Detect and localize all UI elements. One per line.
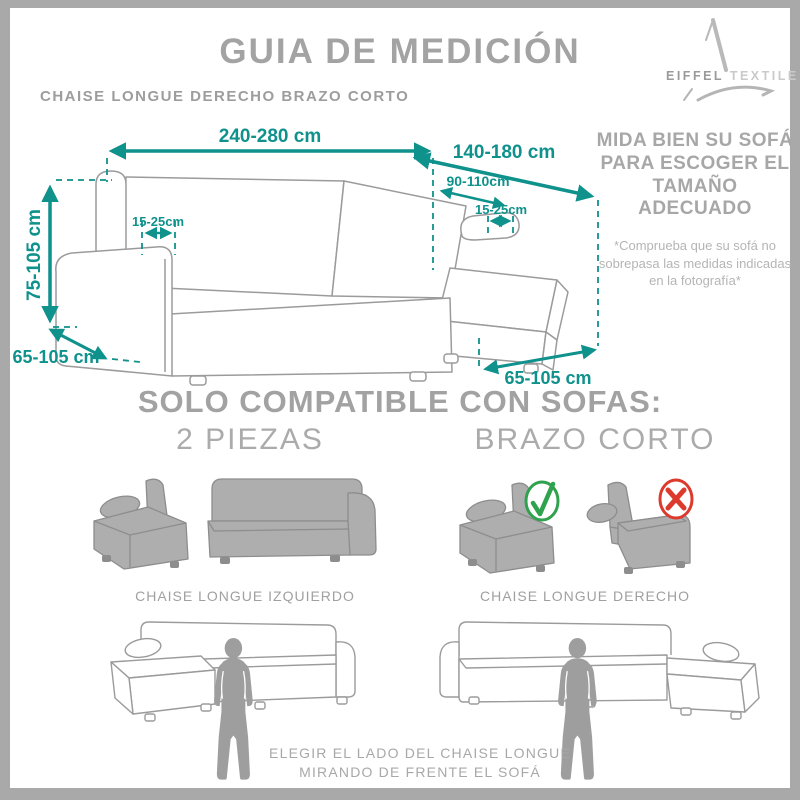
sofa-right-outline [439, 621, 760, 720]
compat-title: SOLO COMPATIBLE CON SOFAS: [137, 384, 663, 419]
chaise-short-arm-icon [459, 482, 555, 574]
brand-logo: EIFFEL TEXTILE [650, 14, 796, 106]
measure-depth-right: 65-105 cm [504, 368, 591, 388]
caption-chaise-derecho: CHAISE LONGUE DERECHO [479, 588, 691, 604]
eiffel-tower-icon [705, 18, 728, 72]
armchair-long-arm-icon [586, 481, 691, 574]
measure-chaise-inner: 90-110cm [446, 173, 509, 189]
advice-note: *Comprueba que su sofá no sobrepasa las … [598, 238, 792, 289]
measure-arm-right: 15-25cm [475, 202, 527, 217]
product-subtitle: CHAISE LONGUE DERECHO BRAZO CORTO [40, 88, 410, 105]
sofa-piece-icon [207, 478, 377, 564]
check-icon [524, 480, 560, 522]
compat-right-label: BRAZO CORTO [474, 423, 716, 456]
advice-block: MIDA BIEN SU SOFÁ PARA ESCOGER EL TAMAÑO… [595, 130, 795, 290]
brand-swoosh-icon [683, 85, 776, 102]
measure-total-width: 240-280 cm [219, 126, 321, 147]
page-title: GUIA DE MEDICIÓN [219, 32, 581, 71]
chaise-piece-icon [93, 478, 189, 570]
cross-icon [658, 478, 694, 520]
footer-note-line2: MIRANDO DE FRENTE EL SOFÁ [299, 763, 541, 780]
brand-name-secondary: TEXTILE [730, 69, 799, 83]
footer-note: ELEGIR EL LADO DEL CHAISE LONGUE MIRANDO… [160, 744, 680, 782]
person-silhouette [558, 638, 597, 780]
measure-depth-left: 65-105 cm [12, 347, 99, 367]
measure-arrows [41, 142, 597, 375]
footer-note-line1: ELEGIR EL LADO DEL CHAISE LONGUE [269, 745, 571, 761]
measure-height: 75-105 cm [24, 209, 45, 301]
caption-chaise-izquierdo: CHAISE LONGUE IZQUIERDO [135, 588, 355, 604]
measure-guides [53, 158, 599, 366]
diagram-chaise-izquierdo [55, 612, 425, 797]
brazo-corto-icons [450, 473, 760, 578]
person-silhouette [214, 638, 253, 780]
measure-chaise-length: 140-180 cm [453, 142, 555, 163]
compat-left-label: 2 PIEZAS [176, 423, 324, 456]
advice-heading: MIDA BIEN SU SOFÁ PARA ESCOGER EL TAMAÑO… [596, 130, 794, 220]
brand-name-primary: EIFFEL [666, 69, 724, 83]
guide-canvas: GUIA DE MEDICIÓN EIFFEL TEXTILE CHAISE L… [10, 8, 796, 788]
diagram-chaise-derecho [435, 612, 800, 797]
measure-arm-left: 15-25cm [132, 214, 184, 229]
two-pieces-icons [90, 473, 400, 578]
svg-text:EIFFEL TEXTILE: EIFFEL TEXTILE [666, 69, 799, 83]
measurement-diagram: 240-280 cm 140-180 cm 90-110cm 15-25cm 1… [12, 120, 599, 392]
